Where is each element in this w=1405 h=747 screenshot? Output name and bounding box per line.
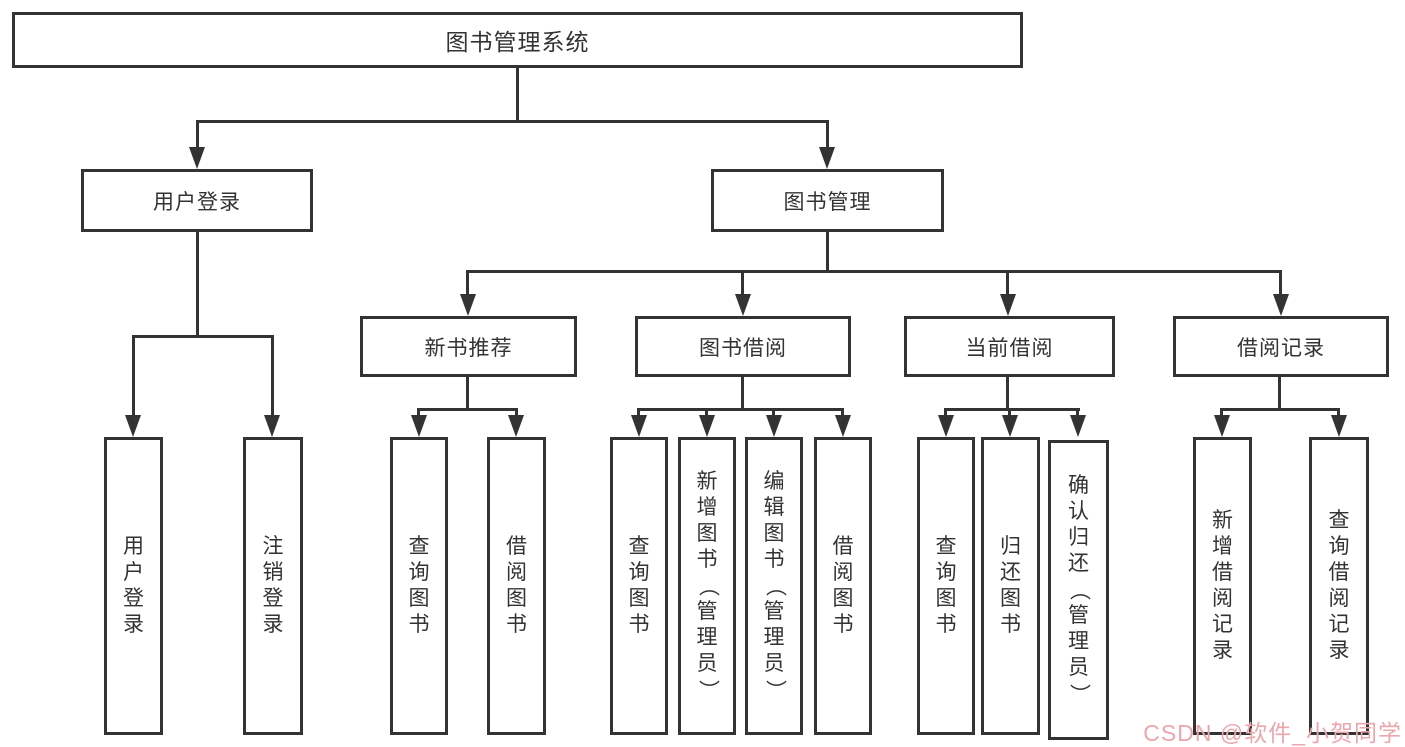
connector-line [467, 270, 1282, 273]
leaf-logout: 注销登录 [243, 437, 303, 735]
connector-line [418, 408, 518, 411]
connector-line [132, 335, 135, 419]
leaf-add-borrow-record: 新增借阅记录 [1193, 437, 1252, 735]
arrow-head [1070, 415, 1086, 437]
leaf-borrow-book: 借阅图书 [814, 437, 872, 735]
connector-line [516, 68, 519, 123]
connector-line [741, 270, 744, 297]
connector-line [1220, 408, 1223, 420]
connector-line [1006, 270, 1009, 297]
leaf-add-book-admin: 新增图书（管理员） [678, 437, 736, 735]
connector-line [1008, 408, 1011, 420]
arrow-head [819, 147, 835, 169]
arrow-head [1002, 415, 1018, 437]
connector-line [132, 335, 274, 338]
leaf-label: 确认归还（管理员） [1067, 474, 1091, 705]
leaf-label: 借阅图书 [506, 535, 527, 636]
leaf-label: 查询图书 [408, 535, 430, 636]
arrow-head [411, 415, 427, 437]
connector-line [1279, 270, 1282, 297]
connector-line [466, 377, 469, 411]
connector-line [826, 232, 829, 273]
leaf-query-book-borrow: 查询图书 [610, 437, 668, 735]
leaf-confirm-return-admin: 确认归还（管理员） [1048, 440, 1109, 740]
arrow-head [460, 294, 476, 316]
connector-line [1337, 408, 1340, 420]
connector-line [271, 335, 274, 419]
connector-line [1278, 377, 1281, 411]
leaf-label: 归还图书 [1000, 535, 1021, 636]
connector-line [1006, 377, 1009, 411]
connector-line [1221, 408, 1340, 411]
leaf-label: 借阅图书 [832, 535, 854, 636]
arrow-head [264, 415, 280, 437]
leaf-label: 新增借阅记录 [1212, 509, 1233, 662]
watermark: CSDN @软件_小贺同学 [1143, 720, 1402, 746]
arrow-head [1000, 294, 1016, 316]
connector-line [705, 408, 708, 420]
leaf-query-borrow-record: 查询借阅记录 [1309, 437, 1369, 735]
arrow-head [938, 415, 954, 437]
arrow-head [1331, 415, 1347, 437]
leaf-query-book-current: 查询图书 [917, 437, 975, 735]
connector-line [417, 408, 420, 420]
connector-line [196, 120, 199, 150]
connector-line [515, 408, 518, 420]
connector-line [1076, 408, 1079, 420]
connector-line [466, 270, 469, 297]
connector-line [637, 408, 640, 420]
node-user-login: 用户登录 [81, 169, 313, 232]
node-current-borrowing: 当前借阅 [904, 316, 1115, 377]
connector-line [841, 408, 844, 420]
leaf-label: 查询图书 [628, 535, 650, 636]
leaf-label: 查询借阅记录 [1328, 509, 1350, 662]
connector-line [772, 408, 775, 420]
arrow-head [735, 294, 751, 316]
leaf-label: 新增图书（管理员） [696, 470, 719, 701]
connector-line [196, 232, 199, 338]
leaf-user-login: 用户登录 [104, 437, 163, 735]
node-book-borrowing: 图书借阅 [635, 316, 851, 377]
node-book-management: 图书管理 [711, 169, 944, 232]
leaf-label: 注销登录 [262, 535, 284, 636]
node-new-book-recommend: 新书推荐 [360, 316, 577, 377]
leaf-label: 查询图书 [935, 535, 957, 636]
arrow-head [1214, 415, 1230, 437]
arrow-head [766, 415, 782, 437]
connector-line [826, 120, 829, 150]
connector-line [638, 408, 844, 411]
connector-line [944, 408, 947, 420]
leaf-borrow-book-recommend: 借阅图书 [487, 437, 546, 735]
arrow-head [1273, 294, 1289, 316]
node-root: 图书管理系统 [12, 12, 1023, 68]
leaf-query-book-recommend: 查询图书 [390, 437, 448, 735]
leaf-return-book: 归还图书 [981, 437, 1040, 735]
arrow-head [699, 415, 715, 437]
leaf-label: 编辑图书（管理员） [763, 470, 786, 701]
connector-line [196, 120, 829, 123]
connector-line [741, 377, 744, 411]
node-borrowing-records: 借阅记录 [1173, 316, 1389, 377]
connector-line [945, 408, 1080, 411]
leaf-label: 用户登录 [123, 535, 144, 636]
arrow-head [125, 415, 141, 437]
arrow-head [631, 415, 647, 437]
arrow-head [835, 415, 851, 437]
arrow-head [508, 415, 524, 437]
leaf-edit-book-admin: 编辑图书（管理员） [745, 437, 803, 735]
arrow-head [189, 147, 205, 169]
